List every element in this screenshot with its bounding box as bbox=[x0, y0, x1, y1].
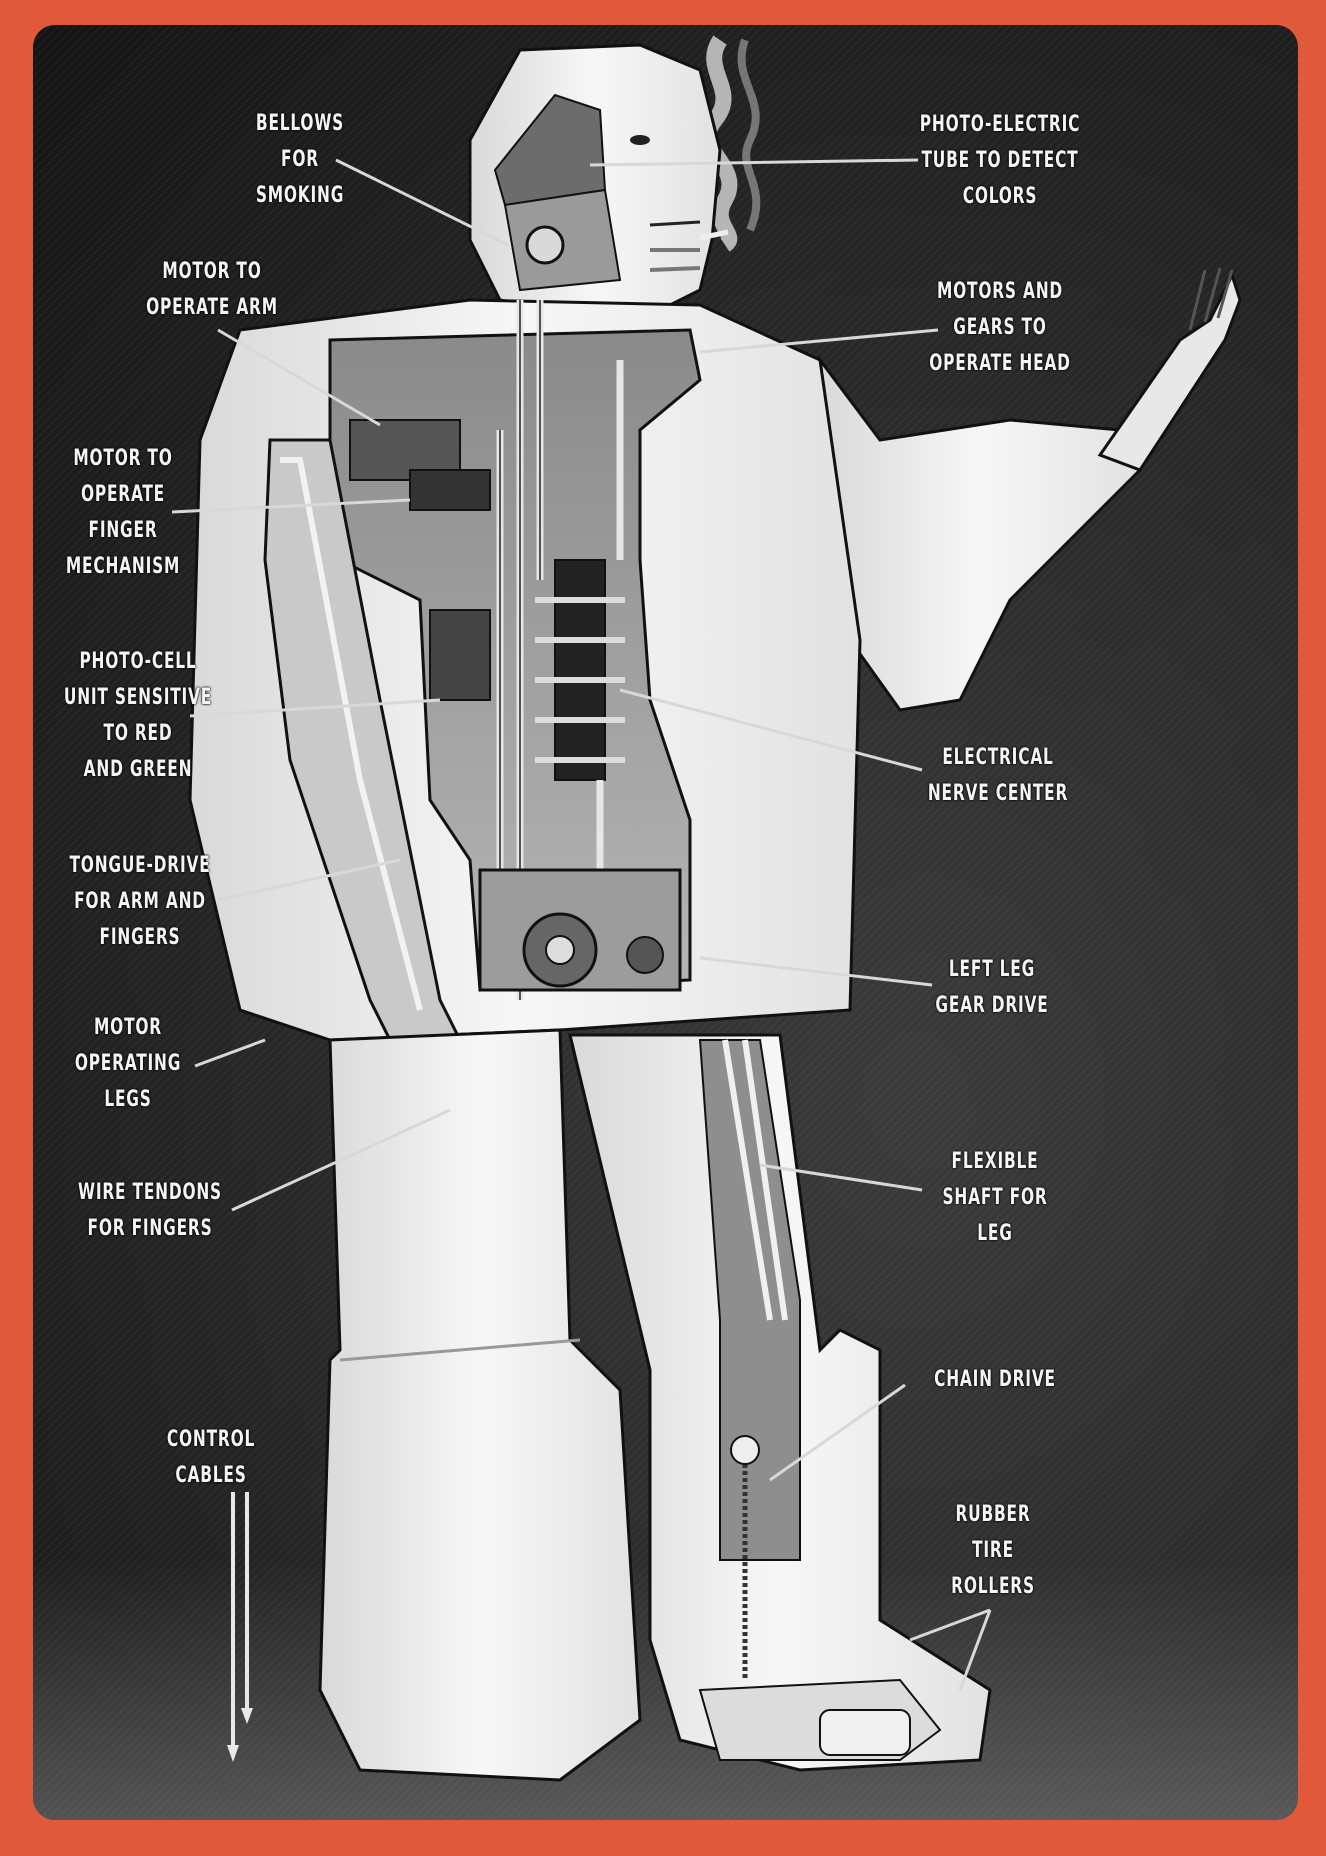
label-flexible-shaft: FLEXIBLE SHAFT FOR LEG bbox=[942, 1149, 1048, 1246]
label-motors-gears-head: MOTORS AND GEARS TO OPERATE HEAD bbox=[929, 279, 1071, 376]
label-motor-to-operate-arm: MOTOR TO OPERATE ARM bbox=[146, 259, 278, 320]
robot-right-leg bbox=[318, 1028, 642, 1782]
robot-raised-arm bbox=[817, 354, 1142, 712]
leader-lines bbox=[171, 158, 992, 1691]
label-bellows-for-smoking: BELLOWS FOR SMOKING bbox=[255, 111, 345, 208]
label-chain-drive: CHAIN DRIVE bbox=[934, 1367, 1056, 1392]
label-electrical-nerve-center: ELECTRICAL NERVE CENTER bbox=[927, 745, 1069, 806]
label-photo-cell-unit: PHOTO-CELL UNIT SENSITIVE TO RED AND GRE… bbox=[63, 649, 213, 782]
label-tongue-drive: TONGUE-DRIVE FOR ARM AND FINGERS bbox=[69, 853, 211, 950]
label-control-cables: CONTROL CABLES bbox=[166, 1427, 256, 1488]
label-motor-finger-mechanism: MOTOR TO OPERATE FINGER MECHANISM bbox=[65, 446, 181, 579]
control-cables-arrows bbox=[231, 1492, 249, 1755]
label-rubber-tire-rollers: RUBBER TIRE ROLLERS bbox=[951, 1502, 1035, 1599]
label-motor-operating-legs: MOTOR OPERATING LEGS bbox=[74, 1015, 182, 1112]
label-photo-electric-tube: PHOTO-ELECTRIC TUBE TO DETECT COLORS bbox=[919, 112, 1081, 209]
label-wire-tendons: WIRE TENDONS FOR FINGERS bbox=[78, 1180, 222, 1241]
label-left-leg-gear-drive: LEFT LEG GEAR DRIVE bbox=[935, 957, 1049, 1018]
